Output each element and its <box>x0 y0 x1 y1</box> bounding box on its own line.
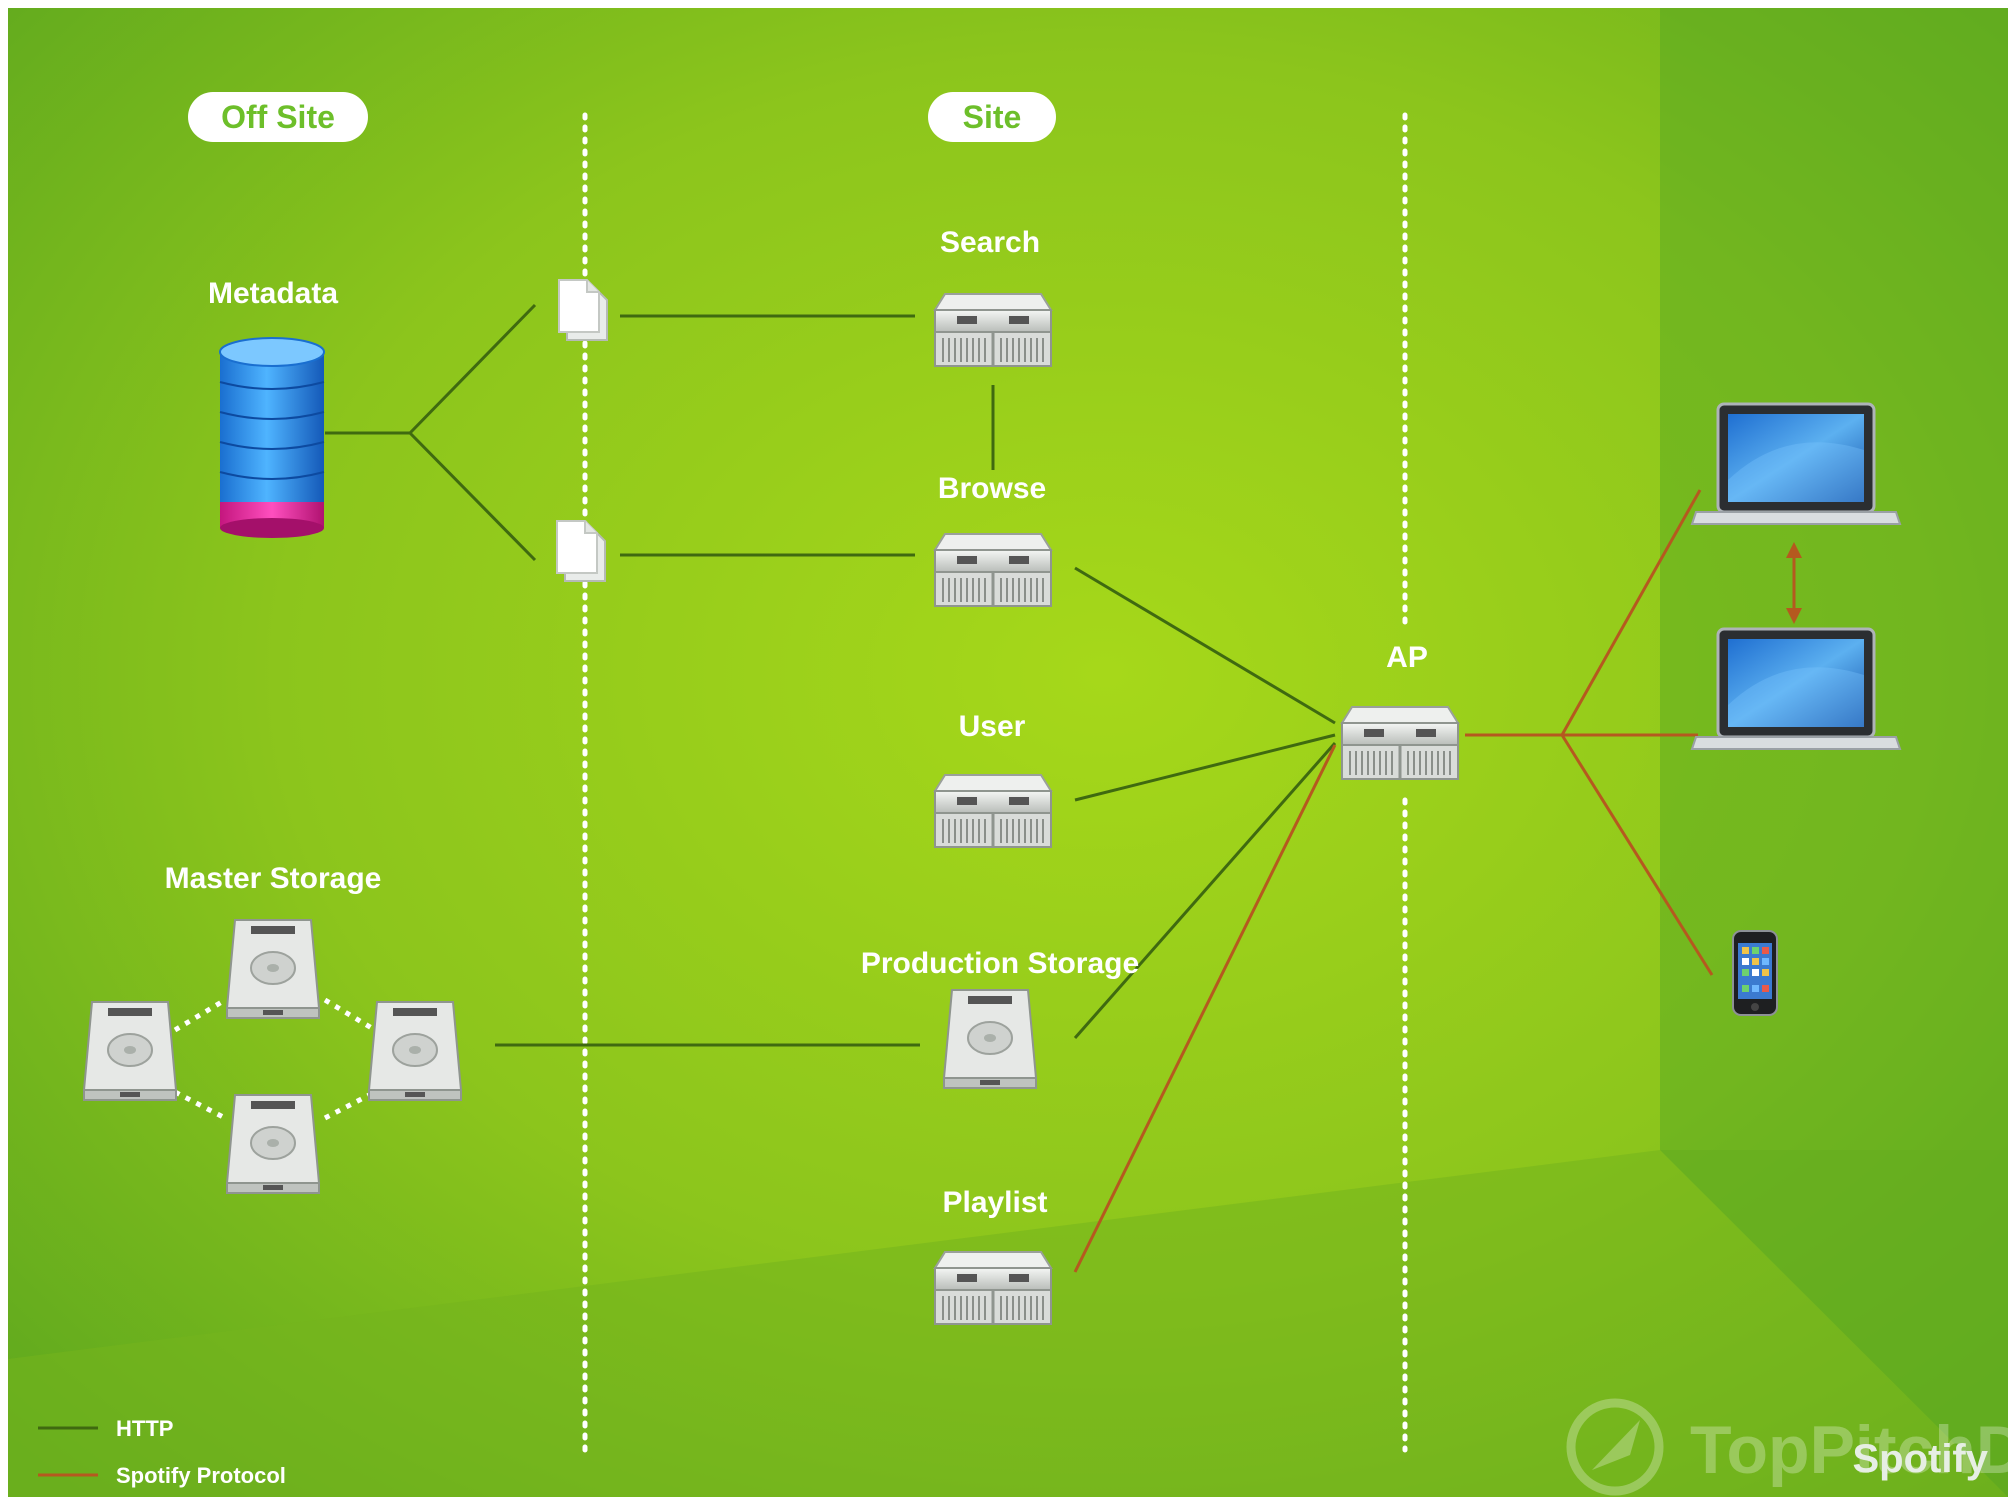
search-server-icon <box>933 292 1053 368</box>
master-storage-disk-icon-right <box>368 1001 462 1101</box>
junction-to-laptop-top <box>1560 489 1702 736</box>
user-to-ap <box>1074 733 1336 802</box>
off-site-label: Off Site <box>221 99 335 135</box>
junction-to-doc-bottom <box>408 431 537 562</box>
browse-label: Browse <box>938 472 1046 505</box>
rocket-logo-icon <box>1566 1398 1664 1496</box>
http-connections <box>325 303 1337 1047</box>
master-storage-links <box>173 997 377 1121</box>
legend: HTTP Spotify Protocol <box>38 1416 286 1488</box>
production-storage-label: Production Storage <box>861 947 1139 980</box>
metadata-label: Metadata <box>208 277 338 310</box>
site-label: Site <box>963 99 1022 135</box>
master-storage-label: Master Storage <box>165 862 382 895</box>
production-storage-node: Production Storage <box>861 947 1139 1089</box>
master-storage-disk-icon-bottom <box>226 1094 320 1194</box>
playlist-label: Playlist <box>942 1186 1047 1219</box>
watermark-text: TopPitchD <box>1690 1412 2008 1488</box>
laptop-icon-bottom <box>1690 627 1902 751</box>
junction-to-phone <box>1560 734 1714 976</box>
playlist-server-icon <box>933 1250 1053 1326</box>
ap-node: AP <box>1340 641 1460 781</box>
user-node: User <box>933 710 1053 849</box>
database-icon <box>219 337 325 538</box>
master-storage-node: Master Storage <box>83 862 462 1194</box>
browse-to-ap <box>1074 566 1336 725</box>
browse-server-icon <box>933 532 1053 608</box>
spotify-protocol-connections <box>1073 489 1802 1273</box>
metadata-node: Metadata <box>208 277 338 538</box>
watermark: TopPitchD <box>1566 1398 2008 1496</box>
master-storage-disk-icon-left <box>83 1001 177 1101</box>
playlist-node: Playlist <box>933 1186 1053 1326</box>
laptop-sync-arrow-head-top <box>1786 542 1802 558</box>
laptop-sync-arrow-head-bottom <box>1786 608 1802 624</box>
legend-spotify-protocol-label: Spotify Protocol <box>116 1463 286 1488</box>
site-pill: Site <box>928 92 1056 142</box>
ap-label: AP <box>1386 641 1428 674</box>
off-site-pill: Off Site <box>188 92 368 142</box>
master-storage-disk-icon-top <box>226 919 320 1019</box>
search-node: Search <box>933 226 1053 368</box>
production-storage-to-ap <box>1073 742 1337 1039</box>
legend-http-label: HTTP <box>116 1416 173 1441</box>
search-label: Search <box>940 226 1040 259</box>
smartphone-icon <box>1732 930 1778 1016</box>
laptop-icon-top <box>1690 402 1902 526</box>
ap-server-icon <box>1340 705 1460 781</box>
user-server-icon <box>933 773 1053 849</box>
spotify-logo: Spotify <box>1852 1437 1988 1481</box>
browse-node: Browse <box>933 472 1053 608</box>
playlist-to-ap <box>1073 744 1337 1273</box>
production-storage-disk-icon <box>943 989 1037 1089</box>
user-label: User <box>959 710 1026 743</box>
junction-to-doc-top <box>408 303 537 435</box>
